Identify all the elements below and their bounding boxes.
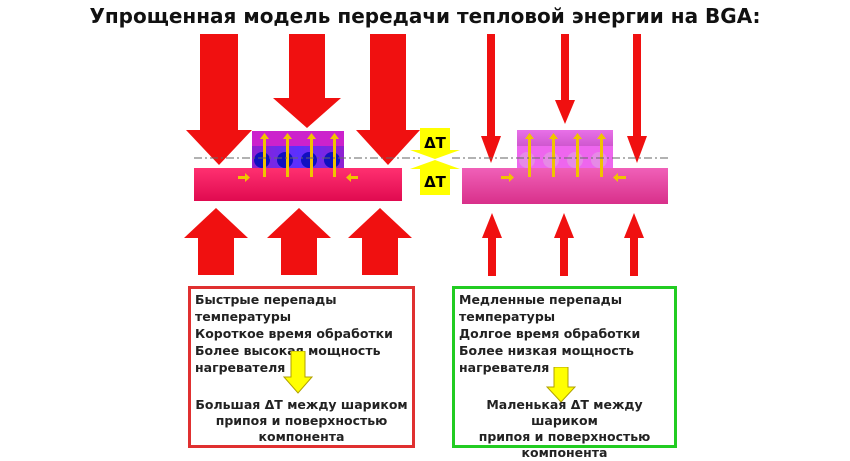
left-conclusion-line-3: компонента	[258, 429, 345, 444]
left-solder-ball-1	[254, 152, 270, 168]
right-line-3: Долгое время обработки	[459, 326, 641, 341]
right-solder-ball-1	[519, 152, 535, 168]
left-bottom-arrow-3	[348, 208, 412, 275]
right-top-arrow-3	[627, 34, 647, 163]
left-top-arrow-2	[273, 34, 341, 128]
left-solder-ball-2	[277, 152, 293, 168]
right-line-4: Более низкая мощность	[459, 343, 634, 358]
left-chip-top	[252, 131, 344, 149]
right-line-1: Медленные перепады	[459, 292, 623, 307]
right-bottom-arrow-3	[624, 213, 644, 276]
heat-transfer-diagram: ΔT ΔT	[184, 34, 668, 276]
right-bottom-arrow-2	[554, 213, 574, 276]
right-top-arrow-2	[555, 34, 575, 124]
right-board	[462, 168, 668, 204]
delta-arrow-down	[410, 128, 460, 159]
left-description-lines: Быстрые перепады температуры Короткое вр…	[195, 291, 408, 376]
left-small-arrows	[238, 133, 358, 182]
right-conclusion-line-1: Маленькая ΔT между шариком	[486, 397, 643, 428]
left-assembly	[184, 34, 420, 275]
left-board	[194, 168, 402, 201]
right-description-box: Медленные перепады температуры Долгое вр…	[452, 286, 677, 460]
right-yellow-down-arrow	[546, 367, 576, 403]
diagram-title: Упрощенная модель передачи тепловой энер…	[89, 4, 761, 28]
right-conclusion-line-3: компонента	[521, 445, 608, 460]
right-line-2: температуры	[459, 309, 556, 324]
delta-t-marker: ΔT ΔT	[410, 128, 460, 195]
delta-label-top: ΔT	[424, 134, 447, 152]
left-chip-body	[252, 146, 344, 168]
right-line-5: нагревателя	[459, 360, 550, 375]
left-line-4: нагревателя	[195, 360, 286, 375]
right-conclusion-line-2: припоя и поверхностью	[478, 429, 651, 444]
right-solder-ball-2	[543, 152, 559, 168]
right-description-lines: Медленные перепады температуры Долгое вр…	[459, 291, 670, 376]
right-bottom-arrow-1	[482, 213, 502, 276]
delta-arrow-up	[410, 160, 460, 195]
left-description-box: Быстрые перепады температуры Короткое вр…	[188, 286, 415, 448]
left-conclusion: Большая ΔT между шариком припоя и поверх…	[195, 397, 408, 445]
right-conclusion: Маленькая ΔT между шариком припоя и пове…	[459, 397, 670, 461]
delta-label-bottom: ΔT	[424, 173, 447, 191]
right-chip-body	[517, 146, 613, 168]
right-top-arrow-1	[481, 34, 501, 163]
right-chip-top	[517, 130, 613, 148]
right-solder-ball-4	[591, 152, 607, 168]
left-yellow-down-arrow	[283, 351, 313, 394]
left-top-arrow-3	[356, 34, 420, 165]
left-solder-ball-4	[324, 152, 340, 168]
left-solder-ball-3	[301, 152, 317, 168]
left-top-arrow-1	[186, 34, 252, 165]
left-bottom-arrow-2	[267, 208, 331, 275]
right-small-arrows	[501, 133, 626, 182]
left-bottom-arrow-1	[184, 208, 248, 275]
right-solder-ball-3	[567, 152, 583, 168]
left-conclusion-line-1: Большая ΔT между шариком	[195, 397, 408, 412]
left-line-3: Более высокая мощность	[195, 343, 381, 358]
left-conclusion-line-2: припоя и поверхностью	[215, 413, 388, 428]
right-assembly	[452, 34, 668, 276]
left-line-1: Быстрые перепады температуры	[195, 292, 337, 324]
left-line-2: Короткое время обработки	[195, 326, 393, 341]
